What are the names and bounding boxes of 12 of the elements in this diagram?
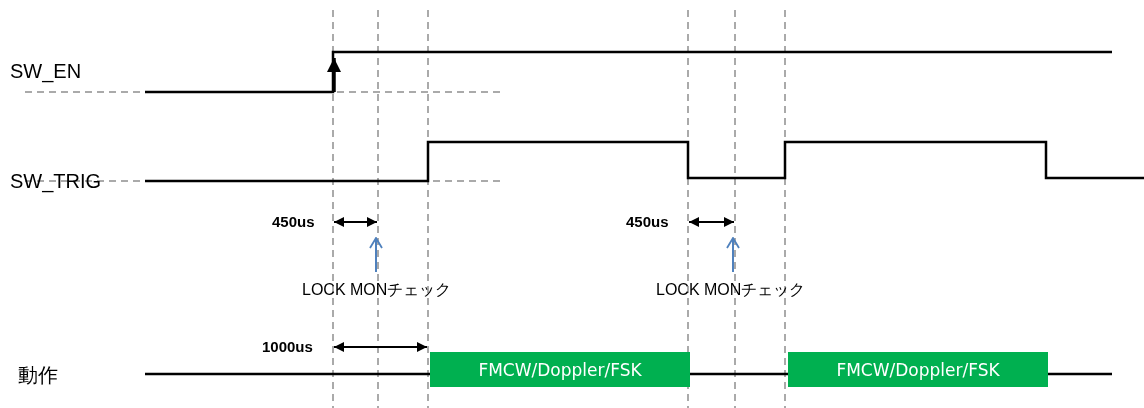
process-bar: FMCW/Doppler/FSK xyxy=(788,352,1048,387)
annotation-text: LOCK MONチェック xyxy=(656,280,806,300)
arrow xyxy=(726,237,740,273)
process-bar: FMCW/Doppler/FSK xyxy=(430,352,690,387)
annotation-text: LOCK MONチェック xyxy=(302,280,452,300)
signal-name: 動作 xyxy=(18,362,58,389)
duration-label: 450us xyxy=(272,213,315,230)
signal-name: SW_TRIG xyxy=(10,170,102,193)
arrow xyxy=(369,237,383,273)
duration-label: 450us xyxy=(626,213,669,230)
duration-label: 1000us xyxy=(262,338,313,355)
signal-name: SW_EN xyxy=(10,60,82,83)
